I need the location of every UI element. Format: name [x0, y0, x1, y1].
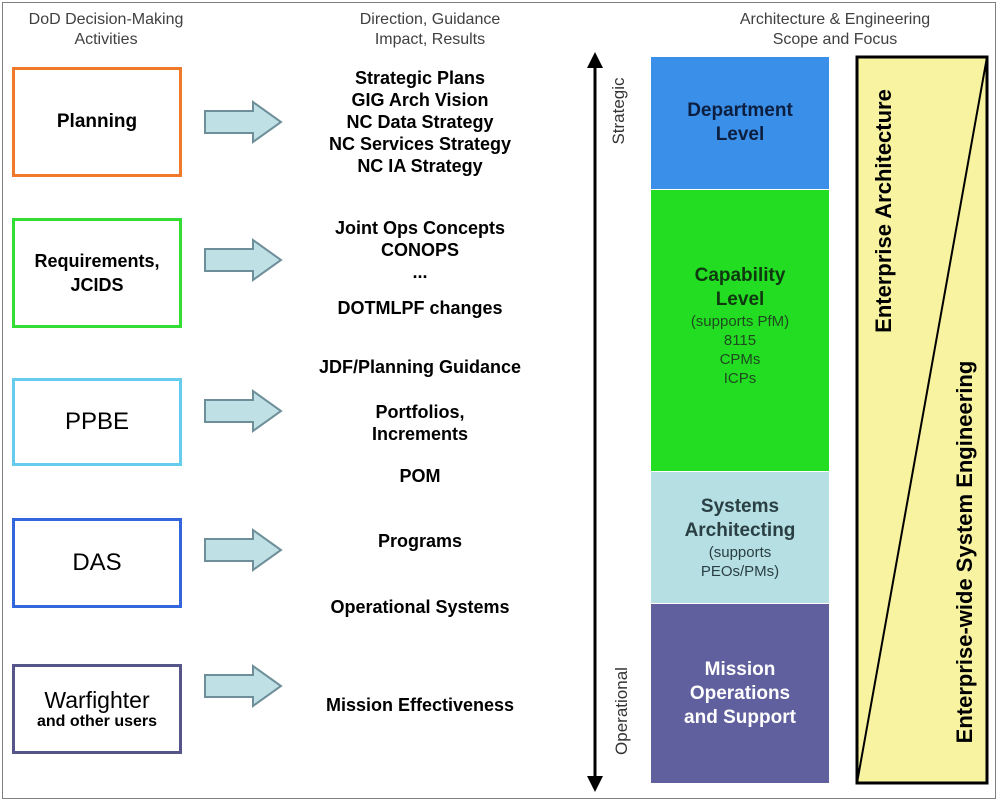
- flow-arrow-icon: [204, 664, 283, 708]
- activity-label: Requirements, JCIDS: [34, 251, 160, 295]
- activity-label: Planning: [56, 111, 138, 132]
- level-mission-operations: Mission Operations and Support: [651, 604, 829, 783]
- level-systems-architecting: Systems Architecting (supports PEOs/PMs): [651, 472, 829, 603]
- axis-label-strategic: Strategic: [609, 77, 628, 145]
- level-subtitle: (supports PfM) 8115 CPMs ICPs: [690, 313, 790, 387]
- level-department: Department Level: [651, 57, 829, 189]
- output-programs: Programs: [377, 531, 463, 551]
- output-joint-ops: Joint Ops Concepts CONOPS ...: [334, 218, 505, 282]
- activity-ppbe: PPBE: [12, 378, 182, 466]
- flow-arrow-icon: [204, 100, 283, 144]
- output-jdf: JDF/Planning Guidance: [318, 357, 522, 377]
- axis-label-operational: Operational: [612, 667, 631, 755]
- level-capability: Capability Level (supports PfM) 8115 CPM…: [651, 190, 829, 471]
- output-pom: POM: [399, 466, 441, 486]
- level-title: Systems Architecting: [684, 495, 796, 541]
- activity-requirements: Requirements, JCIDS: [12, 218, 182, 328]
- activity-label: PPBE: [64, 408, 130, 435]
- activity-planning: Planning: [12, 67, 182, 177]
- header-direction: Direction, Guidance Impact, Results: [359, 11, 501, 48]
- enterprise-scope-box: [855, 55, 989, 785]
- flow-arrow-icon: [204, 389, 283, 433]
- header-activities: DoD Decision-Making Activities: [28, 11, 184, 48]
- activity-label: DAS: [72, 549, 122, 576]
- flow-arrow-icon: [204, 238, 283, 282]
- level-title: Mission Operations and Support: [684, 658, 796, 728]
- output-portfolios: Portfolios, Increments: [371, 402, 469, 444]
- output-strategic-plans: Strategic Plans GIG Arch Vision NC Data …: [328, 68, 512, 176]
- output-mission-effectiveness: Mission Effectiveness: [325, 695, 515, 715]
- activity-sublabel: and other users: [36, 713, 158, 730]
- strategic-operational-axis-icon: [587, 52, 603, 792]
- activity-das: DAS: [12, 518, 182, 608]
- activity-label: Warfighter: [44, 687, 150, 713]
- output-operational-systems: Operational Systems: [330, 597, 510, 617]
- level-title: Department Level: [687, 100, 793, 145]
- output-dotmlpf: DOTMLPF changes: [337, 298, 503, 318]
- activity-warfighter: Warfighter and other users: [12, 664, 182, 754]
- header-architecture: Architecture & Engineering Scope and Foc…: [739, 11, 931, 48]
- flow-arrow-icon: [204, 528, 283, 572]
- enterprise-architecture-label: Enterprise Architecture: [871, 89, 896, 333]
- enterprise-system-engineering-label: Enterprise-wide System Engineering: [952, 360, 977, 744]
- level-title: Capability Level: [694, 265, 786, 310]
- level-subtitle: (supports PEOs/PMs): [700, 543, 780, 580]
